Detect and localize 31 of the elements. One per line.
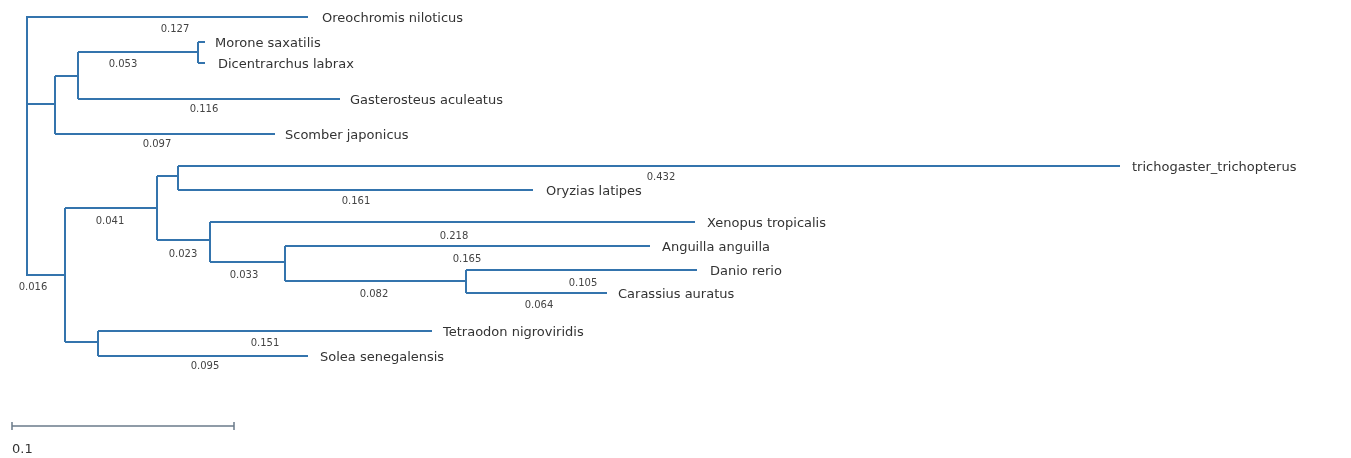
taxon-label: Dicentrarchus labrax: [218, 56, 354, 70]
taxon-label: Gasterosteus aculeatus: [350, 92, 503, 106]
taxon-label: Morone saxatilis: [215, 35, 321, 49]
taxon-label: Tetraodon nigroviridis: [443, 324, 584, 338]
branch-length-label: 0.105: [568, 278, 598, 288]
branch-length-label: 0.151: [250, 338, 280, 348]
branch-length-label: 0.064: [524, 300, 554, 310]
taxon-label: Scomber japonicus: [285, 127, 409, 141]
branch-length-label: 0.033: [229, 270, 259, 280]
branch-length-label: 0.432: [646, 172, 676, 182]
branch-length-label: 0.165: [452, 254, 482, 264]
taxon-label: Xenopus tropicalis: [707, 215, 826, 229]
branch-length-label: 0.116: [189, 104, 219, 114]
branch-length-label: 0.041: [95, 216, 125, 226]
taxon-label: Oreochromis niloticus: [322, 10, 464, 24]
taxon-label: Anguilla anguilla: [662, 239, 771, 253]
taxon-label: Oryzias latipes: [546, 183, 642, 197]
scale-bar-label: 0.1: [12, 442, 33, 455]
branch-length-label: 0.161: [341, 196, 371, 206]
branch-length-label: 0.097: [142, 139, 172, 149]
branch-length-label: 0.218: [439, 231, 469, 241]
branch-length-label: 0.053: [108, 59, 138, 69]
branch-length-label: 0.016: [18, 282, 48, 292]
branch-length-label: 0.095: [190, 361, 220, 371]
branch-length-label: 0.082: [359, 289, 389, 299]
taxon-label: Carassius auratus: [618, 286, 735, 300]
taxon-label: Danio rerio: [710, 263, 782, 277]
taxon-label: trichogaster_trichopterus: [1132, 159, 1297, 173]
branch-length-label: 0.023: [168, 249, 198, 259]
branch-length-label: 0.127: [160, 24, 190, 34]
taxon-label: Solea senegalensis: [320, 349, 445, 363]
